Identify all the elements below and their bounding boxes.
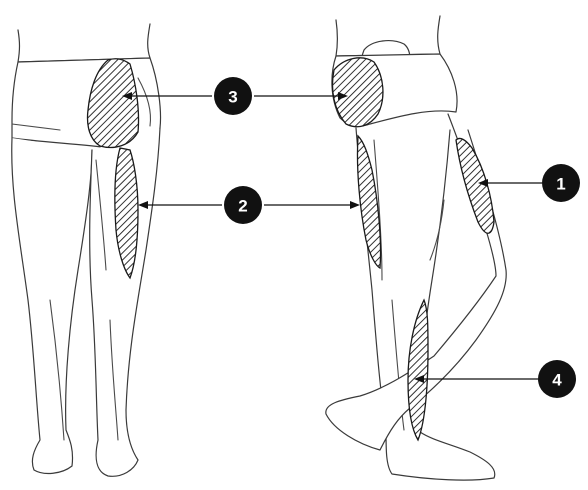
- callout-label-1: 1: [556, 175, 565, 194]
- callout-badge-4: 4: [538, 360, 576, 398]
- gluteus-muscle-right-view: [333, 58, 383, 127]
- callout-label-2: 2: [238, 197, 247, 216]
- callout-label-3: 3: [228, 88, 237, 107]
- callout-badge-1: 1: [542, 164, 580, 202]
- left-figure-posterior-view: [12, 24, 161, 476]
- callout-badge-2: 2: [224, 186, 262, 224]
- callout-badge-3: 3: [214, 77, 252, 115]
- left-figure-leg-a: [12, 138, 92, 473]
- callout-1-leader: [478, 179, 542, 187]
- calf-muscle-bent-leg: [456, 138, 494, 233]
- right-figure-side-view: [326, 16, 506, 480]
- left-figure-torso: [18, 24, 150, 62]
- callout-label-4: 4: [552, 371, 562, 390]
